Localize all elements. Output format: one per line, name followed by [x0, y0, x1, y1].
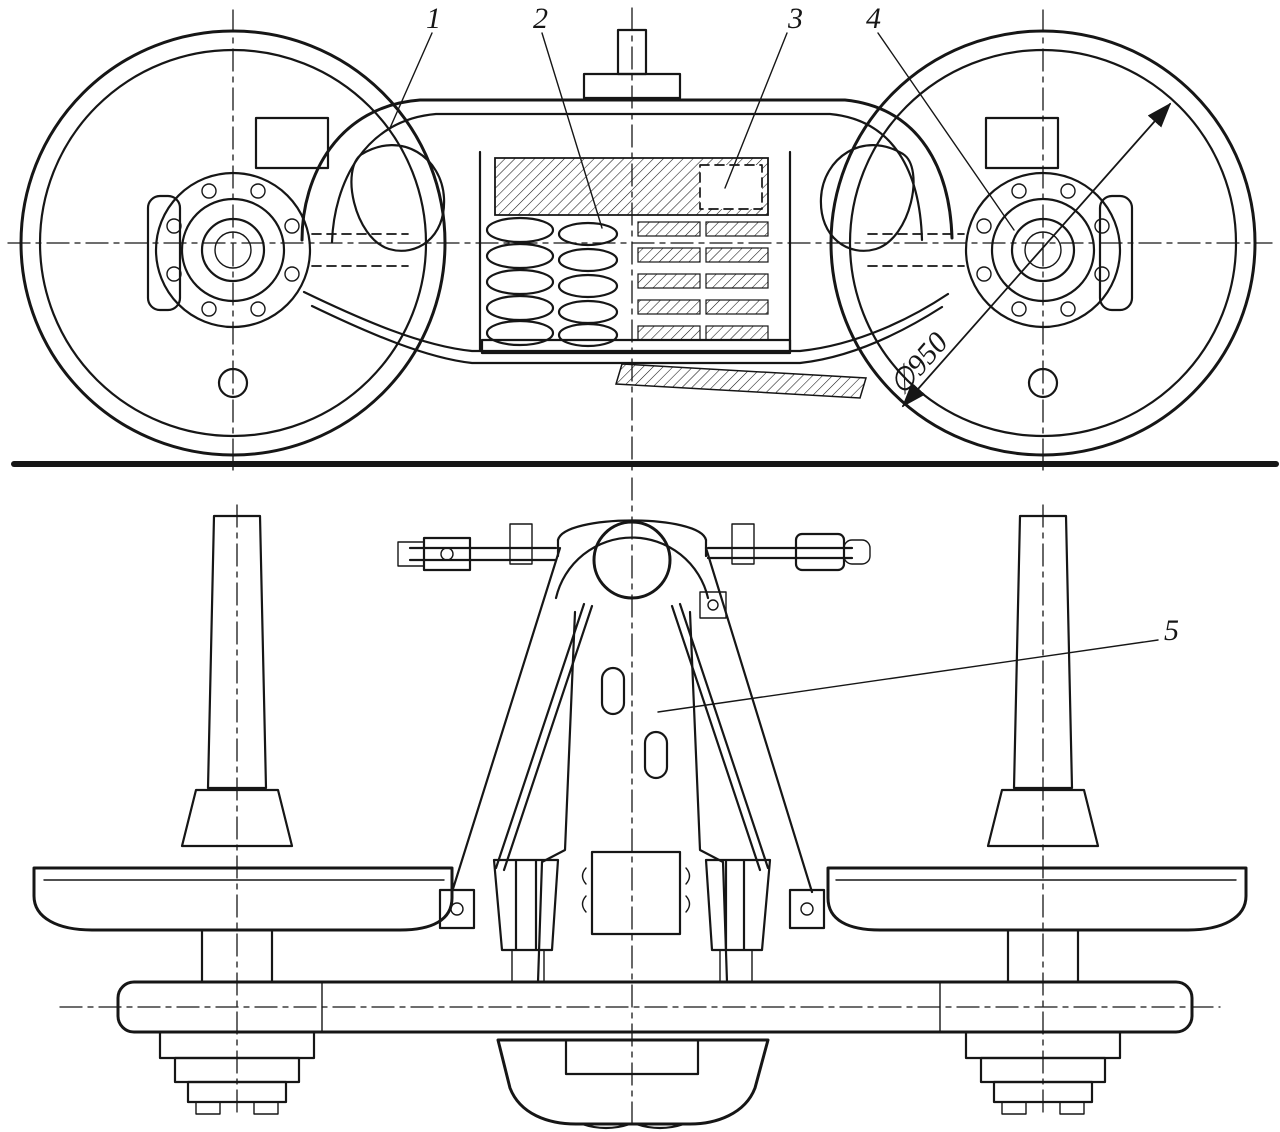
callout-3: 3 [787, 2, 803, 35]
coil-springs-outline [485, 216, 619, 348]
left-pedestal-pad [254, 116, 330, 170]
bolster-top-bore [592, 520, 672, 600]
left-wheel-section [32, 866, 454, 984]
friction-wedge [699, 164, 763, 210]
leader-line-3 [724, 32, 788, 189]
right-pedestal-pad [984, 116, 1060, 170]
bolster-oval-hole-upper [600, 666, 626, 716]
left-side-bracket [438, 888, 476, 930]
left-axlebox [154, 171, 312, 329]
right-brake-rod [706, 523, 871, 572]
callout-5: 5 [1164, 614, 1179, 647]
bottom-bowl [496, 1038, 770, 1126]
side-elevation-view: 1 2 3 4 ∅950 [7, 2, 1279, 471]
left-lightening-hole [350, 144, 446, 252]
leader-line-5 [657, 639, 1159, 713]
left-brake-rod [397, 523, 558, 572]
right-spring-seat [704, 858, 772, 983]
left-spring-seat [492, 858, 560, 983]
bolster [496, 519, 770, 1130]
callout-1: 1 [426, 2, 441, 35]
left-wheel-hand-hole [217, 367, 249, 399]
left-pedestal-leg [146, 194, 182, 312]
leader-line-1 [389, 32, 433, 129]
annotations-bottom: 5 [657, 614, 1179, 713]
left-axle-nut-stack [158, 1030, 316, 1115]
center-pivot [582, 28, 682, 100]
bolster-oval-hole-lower [643, 730, 669, 780]
lower-chord [302, 290, 950, 353]
end-section-view: 5 [32, 477, 1248, 1131]
diagonal-braces [450, 546, 814, 894]
right-pedestal-leg [1098, 194, 1134, 312]
spring-seat [480, 338, 792, 355]
wheel-diameter-dimension: ∅950 [883, 102, 1172, 408]
axle [116, 980, 1194, 1034]
spring-plank-section [615, 363, 867, 399]
right-wheel-section [826, 866, 1248, 984]
callout-2: 2 [533, 2, 548, 35]
leader-line-4 [877, 32, 1015, 231]
center-casting [590, 850, 682, 936]
coil-springs-section [637, 221, 769, 341]
right-side-bracket [788, 888, 826, 930]
hidden-axle-lines [311, 233, 965, 267]
callout-4: 4 [866, 2, 881, 35]
left-journal [180, 514, 294, 848]
bolster-side-bracket [699, 591, 727, 619]
spring-suspension-group [478, 150, 792, 355]
dimension-arrow-line [901, 102, 1172, 408]
right-axle-nut-stack [964, 1030, 1122, 1115]
leader-line-2 [541, 32, 603, 229]
right-journal [986, 514, 1100, 848]
